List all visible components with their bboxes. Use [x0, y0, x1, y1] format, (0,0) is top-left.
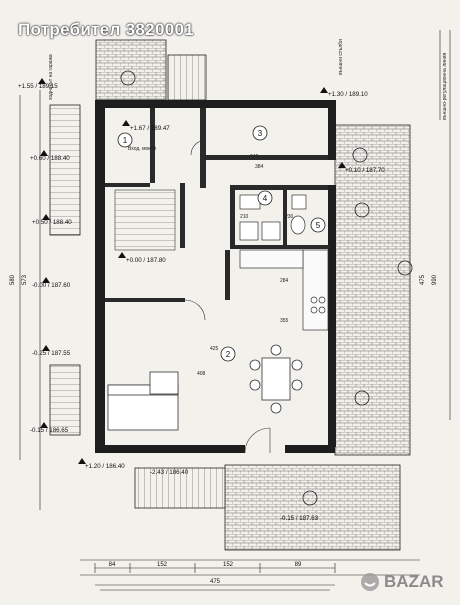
elevation-label: +0.00 / 187.80: [126, 257, 166, 264]
room-markers: [117, 125, 326, 362]
dim-label: 384: [255, 164, 264, 170]
elevation-label: -0.15 / 186.65: [30, 427, 69, 434]
dim-label: 152: [223, 562, 234, 568]
watermark-brand: BAZAR: [384, 572, 444, 591]
bazar-watermark: BAZAR: [360, 570, 452, 594]
smile-logo-icon: [361, 573, 379, 591]
interior-stairs: [114, 189, 176, 251]
room-number-2: 2: [226, 350, 231, 359]
elevation-label: -2.43 / 186.40: [150, 469, 189, 476]
elevation-label: +1.67 / 189.47: [130, 125, 170, 132]
elevation-label: +1.20 / 186.40: [85, 463, 125, 470]
left-exterior-stairs: [49, 104, 81, 236]
top-landing-paving: [95, 39, 167, 101]
dim-label: 210: [240, 214, 249, 220]
dim-label: 230: [285, 214, 294, 220]
dim-label: 573: [22, 274, 28, 285]
side-note: външно-регулационна линия: [442, 53, 448, 120]
dining-set: [249, 344, 303, 414]
right-terrace-paving: [334, 124, 411, 456]
dim-label: 408: [197, 371, 206, 377]
dim-label: 89: [295, 562, 302, 568]
elevation-label: +0.60 / 188.40: [30, 155, 70, 162]
kitchen-counter: [239, 249, 329, 331]
dim-label: 152: [157, 562, 168, 568]
exterior-walls: [95, 100, 336, 453]
room-number-5: 5: [316, 221, 321, 230]
dim-label: 240: [250, 154, 259, 160]
coffee-table: [149, 371, 179, 395]
side-note: външни стълби: [338, 39, 344, 75]
bathroom-fixtures: [239, 194, 307, 241]
elevation-label: +1.30 / 189.10: [328, 91, 368, 98]
door-swings: [184, 139, 271, 454]
inner-dimensions: 240 384 425 284 355 408 210 230: [197, 154, 294, 377]
dim-label: 580: [10, 274, 16, 285]
sofa: [107, 384, 179, 431]
bottom-entrance-stairs: [134, 467, 226, 509]
bottom-dimension-chain: [94, 563, 336, 586]
room-number-4: 4: [263, 194, 268, 203]
elevation-label: +0.50 / 188.40: [32, 219, 72, 226]
elevation-labels: +1.55 / 189.15 +1.67 / 189.47 +1.30 / 18…: [18, 83, 385, 522]
elevation-label: +0.10 / 187.70: [345, 167, 385, 174]
dim-total-label: 475: [210, 579, 221, 585]
dim-label: 990: [432, 274, 438, 285]
room-number-1: 1: [123, 136, 128, 145]
elevation-label: -0.25 / 187.55: [32, 350, 71, 357]
interior-walls: [105, 108, 330, 302]
dim-label: 475: [420, 274, 426, 285]
top-stairs: [167, 54, 207, 101]
side-note: ходникът на гаража: [48, 54, 54, 100]
dim-label: 355: [280, 318, 289, 324]
elevation-label: +1.55 / 189.15: [18, 83, 58, 90]
dim-label: 84: [109, 562, 116, 568]
frame-lines: [19, 30, 451, 591]
elevation-label: -0.00 / 187.60: [32, 282, 71, 289]
elevation-triangles: [38, 78, 346, 464]
left-lower-stairs: [49, 364, 81, 436]
room-number-3: 3: [258, 129, 263, 138]
dim-label: 284: [280, 278, 289, 284]
user-banner: Потребител 3820001: [18, 20, 194, 39]
dim-label: 425: [210, 346, 219, 352]
elevation-label: -0.15 / 187.63: [280, 515, 319, 522]
vestibule-label: Вход. мокри: [128, 146, 156, 152]
section-markers: [120, 70, 413, 506]
bottom-terrace-paving: [224, 464, 401, 551]
